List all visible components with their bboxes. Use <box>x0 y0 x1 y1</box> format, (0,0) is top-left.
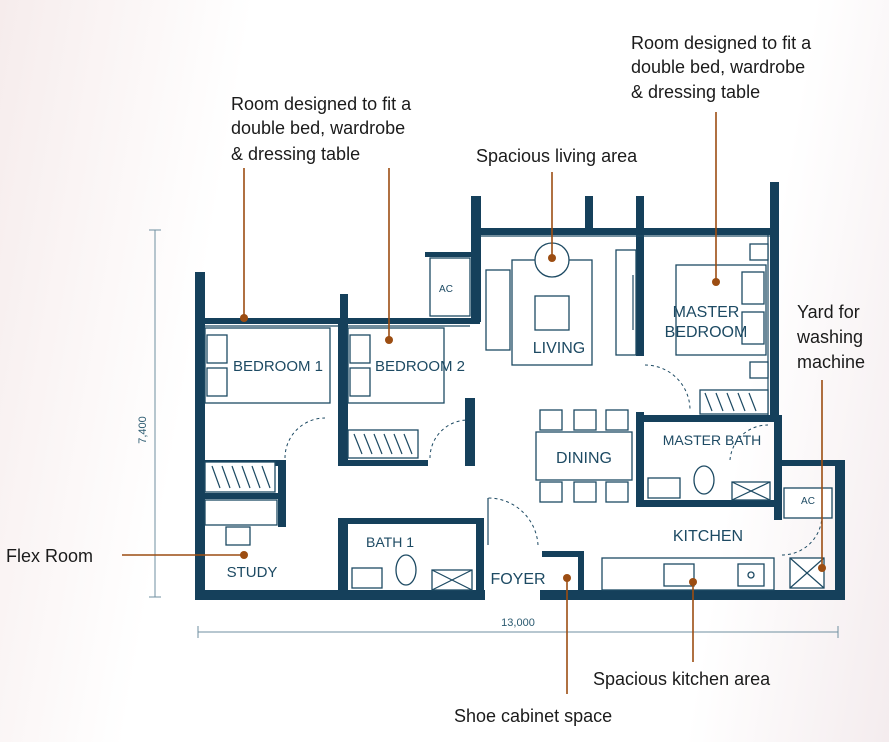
callout-yard-line3: machine <box>797 352 865 372</box>
master-furniture <box>675 243 769 415</box>
bedroom1-furniture <box>204 327 331 546</box>
room-label-study: STUDY <box>227 564 278 581</box>
callout-shoe-cabinet: Shoe cabinet space <box>454 706 612 726</box>
room-label-kitchen: KITCHEN <box>673 528 743 545</box>
callout-bedroom-line3: & dressing table <box>231 144 360 164</box>
room-label-master-line1: MASTER <box>673 304 740 321</box>
callout-master-line3: & dressing table <box>631 82 760 102</box>
callout-bedroom-line2: double bed, wardrobe <box>231 118 405 138</box>
room-label-master-line2: BEDROOM <box>665 324 748 341</box>
room-label-dining: DINING <box>556 450 612 467</box>
callout-kitchen: Spacious kitchen area <box>593 669 771 689</box>
bedroom2-furniture <box>347 327 445 459</box>
dimension-width: 13,000 <box>197 617 839 638</box>
callout-flex-room: Flex Room <box>6 546 93 566</box>
ac-label-2: AC <box>801 496 815 507</box>
ac-label-1: AC <box>439 284 453 295</box>
ac-ledge-living: AC <box>429 257 471 317</box>
callout-bedroom-line1: Room designed to fit a <box>231 94 412 114</box>
room-label-master-bath: MASTER BATH <box>663 432 762 448</box>
callout-yard-line2: washing <box>796 327 863 347</box>
callout-yard-line1: Yard for <box>797 302 860 322</box>
room-label-bedroom2: BEDROOM 2 <box>375 358 465 375</box>
bath1-furniture <box>351 554 473 591</box>
callout-master-line2: double bed, wardrobe <box>631 57 805 77</box>
room-label-bath1: BATH 1 <box>366 534 414 550</box>
living-furniture <box>485 242 637 366</box>
dining-furniture <box>535 409 633 503</box>
callout-living: Spacious living area <box>476 146 638 166</box>
callout-leaders <box>122 112 826 694</box>
kitchen-furniture: AC <box>601 487 833 591</box>
walls <box>195 182 845 600</box>
dimension-height-label: 7,400 <box>137 416 149 444</box>
dimension-width-label: 13,000 <box>501 617 535 629</box>
callout-texts: Room designed to fit a double bed, wardr… <box>6 33 865 726</box>
room-label-foyer: FOYER <box>490 571 545 588</box>
master-bath-furniture <box>647 465 771 501</box>
windows <box>205 235 770 415</box>
room-label-bedroom1: BEDROOM 1 <box>233 358 323 375</box>
room-label-living: LIVING <box>533 340 585 357</box>
dimension-height: 7,400 <box>137 229 161 598</box>
room-labels: BEDROOM 1 BEDROOM 2 LIVING MASTER BEDROO… <box>227 304 762 588</box>
callout-master-line1: Room designed to fit a <box>631 33 812 53</box>
